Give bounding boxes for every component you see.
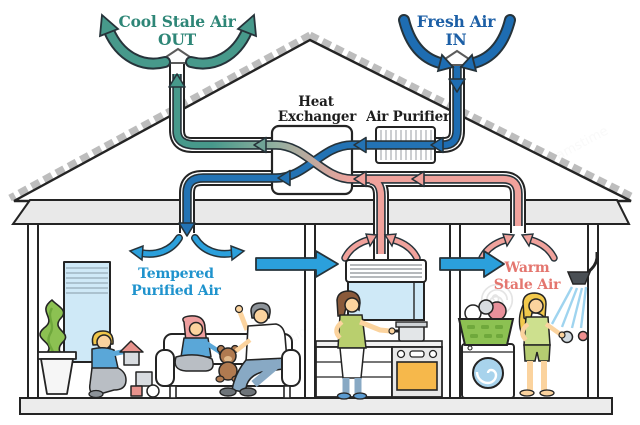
cool-stale-air-out-label: OUT — [158, 30, 197, 49]
air-flow-bands — [172, 64, 523, 254]
fresh-air-in-label: IN — [445, 30, 466, 49]
shower-valve-hot — [577, 330, 589, 342]
heat-exchanger-label: Heat — [298, 94, 334, 110]
bathroom-scene — [457, 252, 599, 399]
floor — [19, 397, 613, 415]
mother-cooking — [334, 290, 396, 400]
toy-house-roof — [119, 340, 144, 353]
shower — [550, 252, 599, 344]
bathroom-extract-arrows — [478, 233, 558, 262]
living-to-kitchen-arrow — [255, 250, 339, 278]
stale-air-return-band — [352, 175, 522, 226]
duct-arrowheads — [168, 73, 466, 237]
toy-blocks — [130, 371, 160, 398]
couch-armrests — [155, 349, 301, 399]
fresh-air-supply-band — [183, 141, 434, 226]
stale-cross-band — [275, 141, 353, 183]
living-room-scene — [37, 261, 301, 399]
kitchen-return-band — [369, 176, 385, 254]
shower-spray — [550, 286, 588, 329]
stale-air-out-arrows — [98, 13, 258, 70]
washing-machine — [461, 343, 515, 399]
stale-exhaust-band — [173, 74, 276, 149]
heat-exchanger-label2: Exchanger — [278, 109, 357, 125]
oven — [391, 346, 443, 398]
warm-stale-air-label2: Stale Air — [494, 277, 561, 293]
kitchen-to-bath-arrow — [439, 250, 505, 278]
cool-stale-air-label: Cool Stale Air — [118, 12, 236, 31]
eave-band — [11, 199, 631, 225]
woman-shower — [518, 292, 566, 397]
tempered-purified-air-label2: Purified Air — [131, 283, 221, 299]
right-wall — [587, 223, 599, 401]
girl-on-couch — [174, 315, 226, 372]
kitchen-bath-partition — [449, 223, 461, 401]
roof-air-arrows — [98, 13, 516, 73]
washer-door-swirl — [475, 368, 498, 385]
living-kitchen-partition — [304, 223, 316, 401]
tempered-purified-air-label: Tempered — [138, 266, 214, 282]
laundry-basket — [457, 299, 515, 346]
boy-playing — [88, 330, 144, 399]
teddy-bear — [215, 344, 241, 383]
tempered-air-arrows — [128, 234, 246, 262]
labels: Cool Stale Air OUT Fresh Air IN Heat Exc… — [118, 12, 561, 299]
left-wall — [27, 223, 39, 401]
house-plant — [37, 299, 77, 395]
fresh-air-in-arrows — [398, 14, 516, 73]
kitchen-extract-grille — [345, 259, 427, 283]
fresh-air-label: Fresh Air — [417, 12, 496, 31]
kitchen-extract-arrows — [341, 233, 421, 262]
warm-stale-air-label: Warm — [504, 260, 550, 276]
walls — [27, 223, 599, 401]
air-purifier-label: Air Purifier — [365, 109, 451, 125]
oven-window — [396, 361, 438, 391]
roof — [8, 31, 637, 203]
father-on-couch — [219, 302, 292, 397]
toy-house — [123, 351, 140, 366]
kitchen-scene — [315, 281, 443, 400]
shower-head — [566, 271, 592, 285]
